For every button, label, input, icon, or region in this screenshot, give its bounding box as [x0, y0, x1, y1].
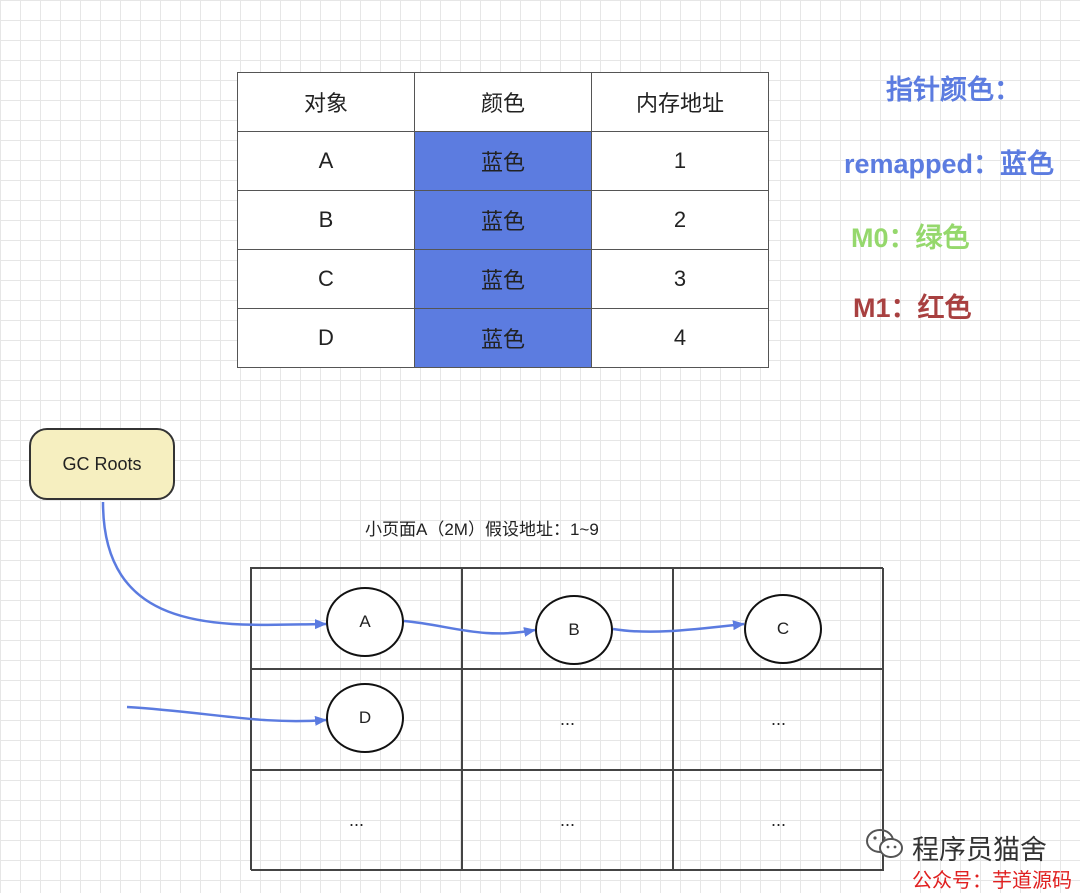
- header-color: 颜色: [414, 72, 592, 132]
- legend-remapped: remapped：蓝色: [844, 149, 1055, 179]
- object-node-b: B: [535, 595, 613, 665]
- ellipsis-text: ...: [559, 810, 575, 830]
- node-label: A: [359, 612, 371, 631]
- color-cell: 蓝色: [414, 131, 592, 191]
- watermark-name: 程序员猫舍: [912, 835, 1047, 865]
- legend-m0: M0：绿色: [851, 223, 970, 253]
- page-cell: ...: [673, 770, 884, 871]
- legend-title: 指针颜色：: [886, 75, 1021, 105]
- page-cell: ...: [251, 770, 462, 871]
- address-cell: 3: [591, 249, 769, 309]
- watermark-sub: 公众号：芋道源码: [912, 868, 1072, 892]
- ellipsis-text: ...: [770, 709, 786, 729]
- gc-roots-node: GC Roots: [29, 428, 175, 500]
- page-cell: [673, 568, 884, 669]
- color-cell: 蓝色: [414, 249, 592, 309]
- header-address: 内存地址: [591, 72, 769, 132]
- header-object: 对象: [237, 72, 415, 132]
- object-node-d: D: [326, 683, 404, 753]
- object-cell: C: [237, 249, 415, 309]
- object-cell: D: [237, 308, 415, 368]
- ellipsis-text: ...: [770, 810, 786, 830]
- table-row: A 蓝色 1: [237, 131, 769, 191]
- legend-m1: M1：红色: [853, 293, 972, 323]
- page-cell: ...: [462, 770, 673, 871]
- node-label: B: [568, 620, 580, 639]
- page-label: 小页面A（2M）假设地址：1~9: [365, 520, 599, 539]
- address-cell: 2: [591, 190, 769, 250]
- gc-roots-label: GC Roots: [62, 453, 142, 474]
- address-cell: 4: [591, 308, 769, 368]
- table-row: C 蓝色 3: [237, 249, 769, 309]
- address-cell: 1: [591, 131, 769, 191]
- wechat-icon: [866, 829, 903, 858]
- object-node-c: C: [744, 594, 822, 664]
- object-color-table: 对象 颜色 内存地址 A 蓝色 1 B 蓝色 2 C 蓝色 3 D 蓝色 4: [237, 72, 769, 368]
- page-cell: ...: [673, 669, 884, 770]
- table-header-row: 对象 颜色 内存地址: [237, 72, 769, 132]
- object-cell: B: [237, 190, 415, 250]
- page-cell: ...: [462, 669, 673, 770]
- color-cell: 蓝色: [414, 308, 592, 368]
- node-label: C: [776, 619, 790, 638]
- ellipsis-text: ...: [348, 810, 364, 830]
- table-row: B 蓝色 2: [237, 190, 769, 250]
- object-node-a: A: [326, 587, 404, 657]
- table-row: D 蓝色 4: [237, 308, 769, 368]
- node-label: D: [358, 708, 372, 727]
- page-grid: ... ... ... ... ...: [250, 567, 884, 871]
- ellipsis-text: ...: [559, 709, 575, 729]
- color-cell: 蓝色: [414, 190, 592, 250]
- object-cell: A: [237, 131, 415, 191]
- page-cell: [462, 568, 673, 669]
